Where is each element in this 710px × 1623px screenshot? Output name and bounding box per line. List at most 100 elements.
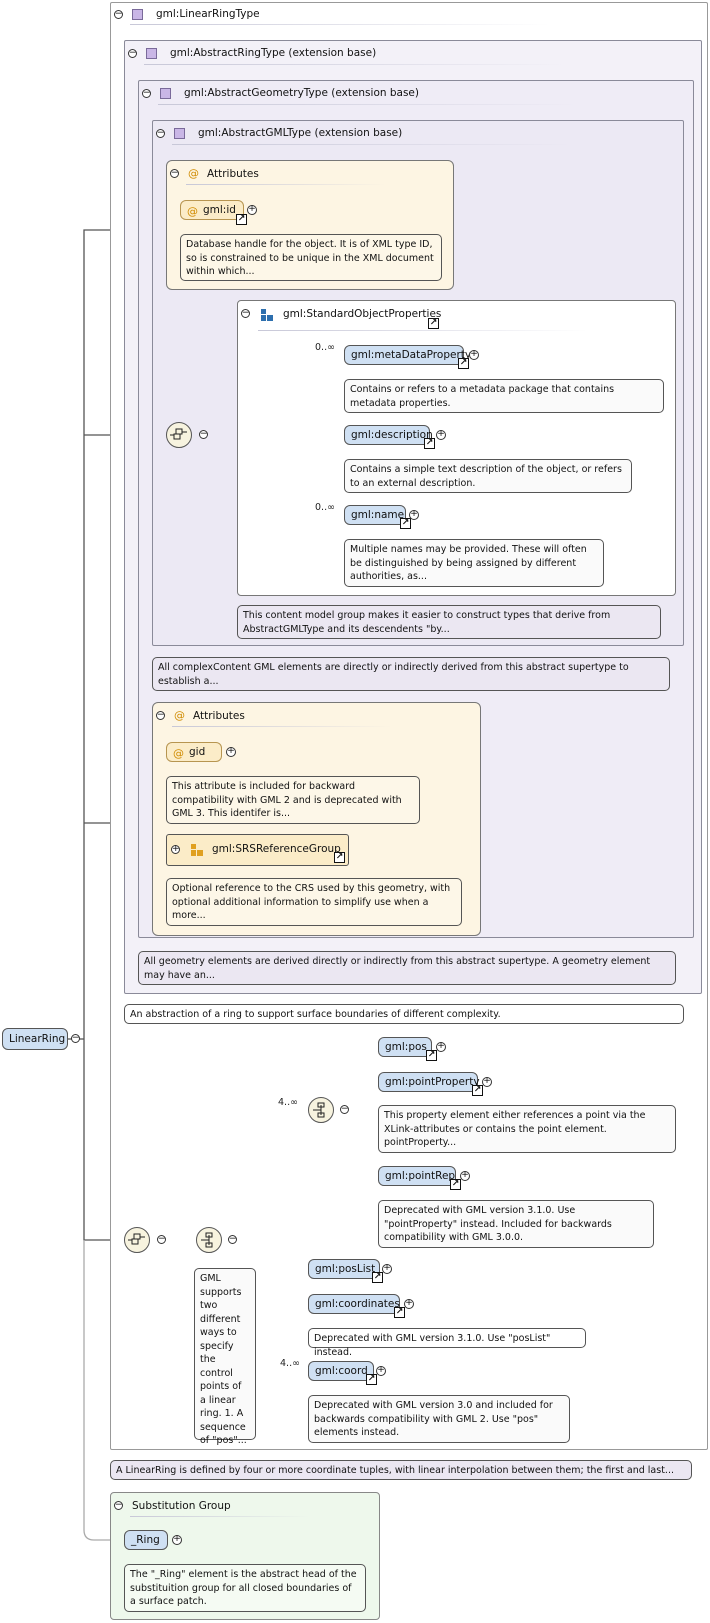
link-icon[interactable]: ↗ [334, 852, 345, 863]
attributes-title: Attributes [193, 710, 245, 722]
attribute-group-icon [191, 844, 203, 856]
element-doc: Deprecated with GML version 3.1.0. Use "… [308, 1328, 586, 1358]
substitution-group-title: Substitution Group [132, 1500, 231, 1512]
element-metadata-property[interactable]: gml:metaDataProperty [344, 345, 471, 365]
link-icon[interactable]: ↗ [458, 358, 469, 369]
link-icon[interactable]: ↗ [450, 1179, 461, 1190]
element-point-rep[interactable]: gml:pointRep [378, 1166, 456, 1186]
abstract-ring-type-title: gml:AbstractRingType (extension base) [170, 47, 377, 59]
link-icon[interactable]: ↗ [426, 1050, 437, 1061]
group-doc: This content model group makes it easier… [237, 605, 661, 639]
title-underline [130, 24, 550, 25]
link-icon[interactable]: ↗ [236, 214, 247, 225]
element-doc: A LinearRing is defined by four or more … [110, 1460, 692, 1480]
complex-type-icon [160, 88, 171, 99]
collapse-icon[interactable]: − [71, 1033, 80, 1043]
expand-icon[interactable]: + [436, 429, 446, 440]
group-icon [261, 309, 273, 321]
type-doc: An abstraction of a ring to support surf… [124, 1004, 684, 1024]
link-icon[interactable]: ↗ [394, 1307, 405, 1318]
collapse-icon[interactable]: − [340, 1104, 349, 1114]
collapse-icon[interactable]: − [156, 710, 165, 720]
sequence-compositor-icon[interactable] [124, 1227, 150, 1253]
element-doc: This property element either references … [378, 1105, 676, 1153]
link-icon[interactable]: ↗ [424, 438, 435, 449]
srs-reference-group[interactable]: + gml:SRSReferenceGroup [166, 834, 349, 866]
element-description[interactable]: gml:description [344, 425, 433, 445]
choice-compositor-icon[interactable] [196, 1227, 222, 1253]
element-coordinates[interactable]: gml:coordinates [308, 1294, 400, 1314]
expand-icon[interactable]: + [404, 1298, 414, 1309]
title-underline [258, 330, 588, 331]
element-pos[interactable]: gml:pos [378, 1037, 432, 1057]
link-icon[interactable]: ↗ [372, 1272, 383, 1283]
attributes-title: Attributes [207, 168, 259, 180]
collapse-icon[interactable]: − [114, 9, 123, 19]
expand-icon[interactable]: + [469, 349, 479, 360]
complex-type-icon [146, 48, 157, 59]
element-doc: Contains a simple text description of th… [344, 459, 632, 493]
attribute-label: gml:id [203, 204, 236, 216]
attribute-icon: @ [173, 747, 184, 760]
attribute-icon: @ [187, 205, 198, 218]
expand-icon[interactable]: + [172, 1534, 182, 1545]
collapse-icon[interactable]: − [241, 308, 250, 318]
attribute-gml-id[interactable]: @ gml:id [180, 200, 244, 220]
linear-ring-type-title: gml:LinearRingType [156, 8, 260, 20]
element-name[interactable]: gml:name [344, 505, 406, 525]
title-underline [172, 726, 392, 727]
complex-type-icon [174, 128, 185, 139]
element-doc: The "_Ring" element is the abstract head… [124, 1564, 366, 1612]
occurrence-label: 4..∞ [278, 1097, 298, 1108]
expand-icon[interactable]: + [460, 1170, 470, 1181]
element-point-property[interactable]: gml:pointProperty [378, 1072, 480, 1092]
sequence-compositor-icon[interactable] [166, 422, 192, 448]
title-underline [130, 1516, 310, 1517]
expand-icon[interactable]: + [247, 204, 257, 215]
link-icon[interactable]: ↗ [366, 1374, 377, 1385]
root-element-linear-ring[interactable]: LinearRing [2, 1028, 68, 1050]
srs-reference-group-label: gml:SRSReferenceGroup [212, 843, 341, 855]
element-coord[interactable]: gml:coord [308, 1361, 374, 1381]
abstract-gml-type-title: gml:AbstractGMLType (extension base) [198, 127, 403, 139]
collapse-icon[interactable]: − [142, 88, 151, 98]
expand-icon[interactable]: + [409, 509, 419, 520]
sequence-compositor-icon[interactable] [308, 1097, 334, 1123]
title-underline [144, 64, 564, 65]
collapse-icon[interactable]: − [156, 128, 165, 138]
occurrence-label: 0..∞ [315, 502, 335, 513]
type-doc: All geometry elements are derived direct… [138, 951, 676, 985]
expand-icon[interactable]: + [376, 1365, 386, 1376]
choice-doc: GML supports two different ways to speci… [194, 1268, 256, 1446]
attribute-label: gid [189, 746, 206, 758]
collapse-icon[interactable]: − [114, 1500, 123, 1510]
element-ring[interactable]: _Ring [124, 1530, 168, 1550]
element-doc: Contains or refers to a metadata package… [344, 379, 664, 413]
link-icon[interactable]: ↗ [428, 318, 439, 329]
attribute-doc: This attribute is included for backward … [166, 776, 420, 824]
expand-icon[interactable]: + [482, 1076, 492, 1087]
element-doc: Deprecated with GML version 3.0 and incl… [308, 1395, 570, 1443]
element-pos-list[interactable]: gml:posList [308, 1259, 380, 1279]
expand-icon[interactable]: + [171, 844, 180, 854]
element-doc: Deprecated with GML version 3.1.0. Use "… [378, 1200, 654, 1248]
attribute-icon: @ [174, 709, 185, 722]
abstract-geometry-type-title: gml:AbstractGeometryType (extension base… [184, 87, 419, 99]
occurrence-label: 0..∞ [315, 342, 335, 353]
expand-icon[interactable]: + [436, 1041, 446, 1052]
link-icon[interactable]: ↗ [472, 1085, 483, 1096]
title-underline [186, 184, 386, 185]
expand-icon[interactable]: + [382, 1263, 392, 1274]
complex-type-icon [132, 9, 143, 20]
title-underline [158, 104, 578, 105]
element-doc: Multiple names may be provided. These wi… [344, 539, 604, 587]
collapse-icon[interactable]: − [199, 429, 208, 439]
collapse-icon[interactable]: − [170, 168, 179, 178]
collapse-icon[interactable]: − [157, 1234, 166, 1244]
collapse-icon[interactable]: − [228, 1234, 237, 1244]
standard-object-properties-title: gml:StandardObjectProperties [283, 308, 442, 320]
link-icon[interactable]: ↗ [400, 518, 411, 529]
expand-icon[interactable]: + [226, 746, 236, 757]
attribute-gid[interactable]: @ gid [166, 742, 222, 762]
collapse-icon[interactable]: − [128, 48, 137, 58]
